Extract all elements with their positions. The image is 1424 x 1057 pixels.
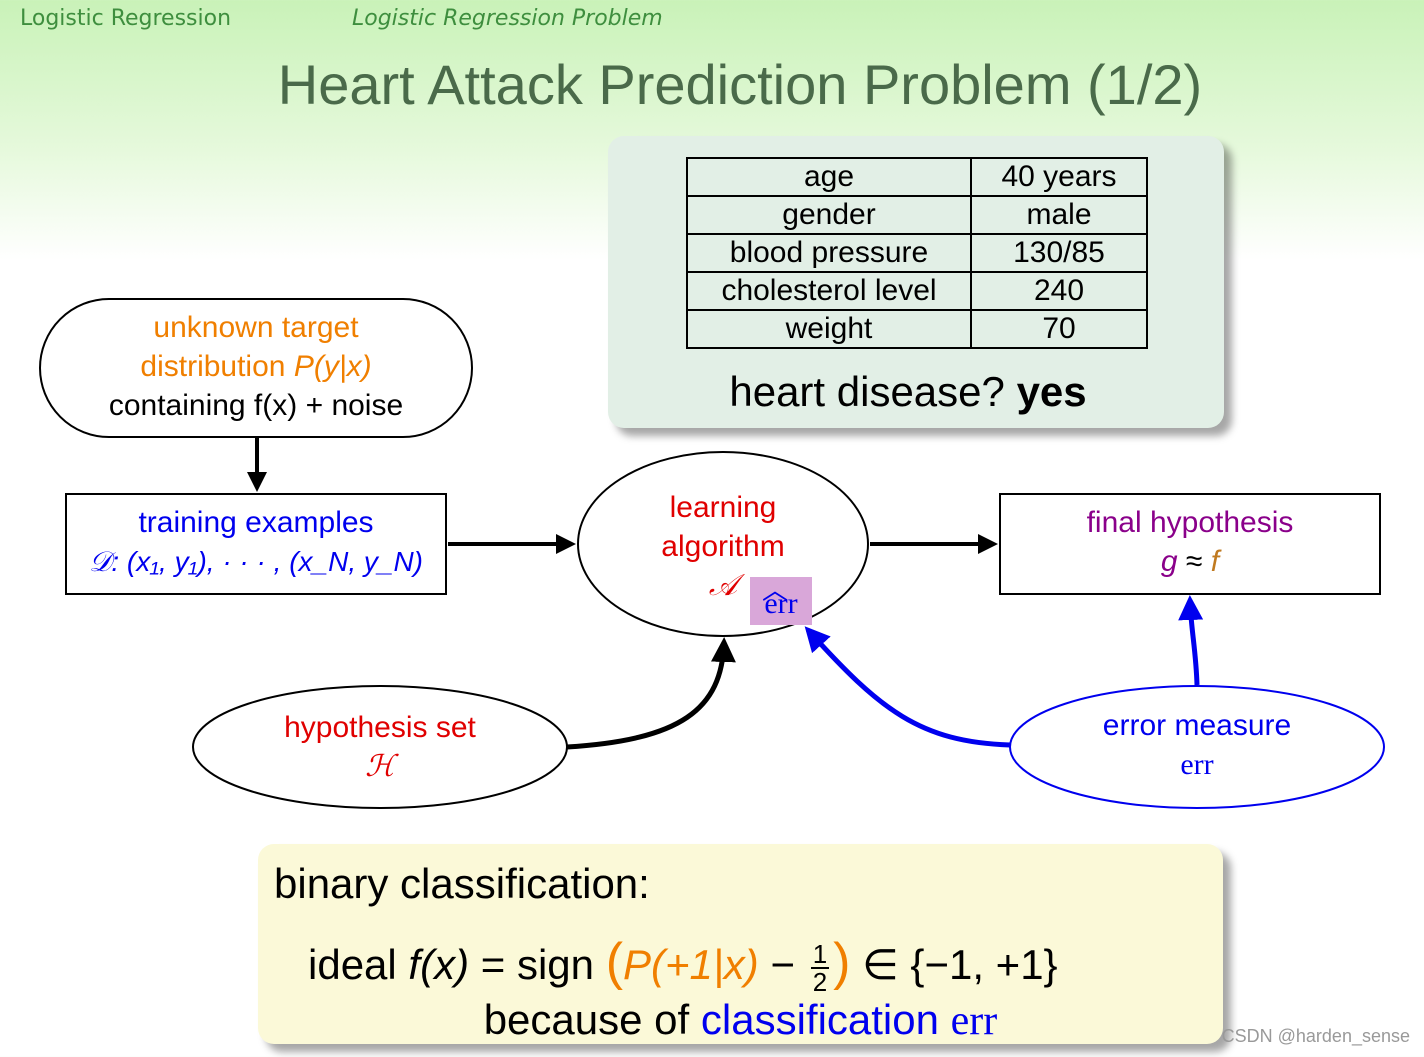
table-row: blood pressure 130/85 bbox=[686, 233, 1148, 273]
watermark: CSDN @harden_sense bbox=[1221, 1026, 1410, 1046]
target-distribution-node bbox=[39, 298, 473, 438]
target-distribution-text: unknown target distribution P(y|x) conta… bbox=[40, 308, 472, 425]
table-cell-key: cholesterol level bbox=[686, 271, 972, 311]
target-line3: containing f(x) + noise bbox=[108, 389, 404, 422]
training-examples-node bbox=[65, 493, 447, 595]
table-cell-value: 40 years bbox=[970, 157, 1148, 197]
learning-algorithm-text: learning algorithm 𝒜 bbox=[620, 488, 826, 605]
target-line1: unknown target bbox=[153, 311, 359, 344]
algorithm-symbol: 𝒜 bbox=[708, 568, 738, 603]
patient-record-box: age 40 years gender male blood pressure … bbox=[608, 136, 1224, 428]
target-line2-math: P(y|x) bbox=[293, 350, 372, 383]
arrow-error-to-final bbox=[1178, 595, 1204, 686]
hypothesis-line1: hypothesis set bbox=[284, 711, 476, 744]
algorithm-line2: algorithm bbox=[661, 530, 785, 563]
table-cell-value: 240 bbox=[970, 271, 1148, 311]
because-text: because of bbox=[483, 996, 690, 1043]
final-line1: final hypothesis bbox=[1086, 506, 1294, 539]
ideal-word: ideal bbox=[308, 941, 397, 988]
hypothesis-symbol: ℋ bbox=[365, 749, 395, 784]
sign-word: sign bbox=[516, 941, 595, 988]
table-cell-key: gender bbox=[686, 195, 972, 235]
err-hat-badge: ︿ err bbox=[750, 577, 812, 625]
slide-title: Heart Attack Prediction Problem (1/2) bbox=[277, 53, 1203, 116]
subsection-label: Logistic Regression Problem bbox=[352, 6, 663, 31]
final-g: g bbox=[1160, 545, 1178, 578]
prob-term: P(+1|x) bbox=[623, 941, 759, 988]
final-hypothesis-node bbox=[999, 493, 1381, 595]
right-paren: ) bbox=[833, 933, 851, 991]
target-line2: distribution P(y|x) bbox=[40, 347, 472, 386]
final-hypothesis-text: final hypothesis g ≈ f bbox=[1000, 503, 1380, 581]
algorithm-line1: learning bbox=[669, 491, 777, 524]
output-set: ∈ {−1, +1} bbox=[862, 941, 1058, 988]
table-row: age 40 years bbox=[686, 157, 1148, 197]
patient-table: age 40 years gender male blood pressure … bbox=[686, 157, 1148, 349]
because-line: because of classification err bbox=[258, 996, 1223, 1045]
table-row: weight 70 bbox=[686, 309, 1148, 349]
left-paren: ( bbox=[605, 933, 624, 991]
learning-algorithm-node bbox=[577, 451, 869, 637]
target-line2-prefix: distribution bbox=[140, 350, 294, 383]
binary-classification-box: binary classification: ideal f(x) = sign… bbox=[258, 844, 1223, 1044]
final-f: f bbox=[1210, 545, 1220, 578]
error-measure-text: error measure err bbox=[1010, 706, 1384, 784]
table-cell-key: age bbox=[686, 157, 972, 197]
frac-denominator: 2 bbox=[812, 966, 828, 997]
arrow-hypothesis-to-algorithm bbox=[566, 637, 736, 750]
answer-text: yes bbox=[1016, 368, 1087, 415]
table-cell-value: 130/85 bbox=[970, 233, 1148, 273]
training-line2: 𝒟: (x₁, y₁), · · · , (x_N, y_N) bbox=[89, 546, 423, 577]
minus-sign: − bbox=[770, 941, 796, 988]
final-line2: g ≈ f bbox=[1000, 542, 1380, 581]
diagnosis-question: heart disease? yes bbox=[608, 368, 1208, 416]
table-cell-value: male bbox=[970, 195, 1148, 235]
table-cell-key: blood pressure bbox=[686, 233, 972, 273]
binary-heading: binary classification: bbox=[274, 860, 650, 907]
table-row: cholesterol level 240 bbox=[686, 271, 1148, 311]
hypothesis-set-text: hypothesis set ℋ bbox=[193, 708, 567, 786]
err-word: err bbox=[950, 998, 998, 1044]
table-row: gender male bbox=[686, 195, 1148, 235]
section-label: Logistic Regression bbox=[20, 6, 232, 31]
table-cell-key: weight bbox=[686, 309, 972, 349]
equals-sign: = bbox=[480, 941, 506, 988]
err-hat-text: err bbox=[764, 587, 798, 620]
classification-word: classification bbox=[700, 996, 939, 1043]
training-line1: training examples bbox=[138, 506, 374, 539]
question-text: heart disease? bbox=[729, 368, 1005, 415]
error-line1: error measure bbox=[1102, 709, 1292, 742]
final-approx: ≈ bbox=[1185, 545, 1203, 578]
error-symbol: err bbox=[1180, 748, 1214, 781]
hat-accent: ︿ bbox=[762, 576, 789, 605]
arrow-error-to-algorithm bbox=[804, 626, 1011, 748]
training-examples-text: training examples 𝒟: (x₁, y₁), · · · , (… bbox=[66, 503, 446, 581]
ideal-fx: f(x) bbox=[408, 941, 470, 988]
error-measure-node bbox=[1009, 685, 1385, 809]
frac-numerator: 1 bbox=[810, 938, 830, 969]
table-cell-value: 70 bbox=[970, 309, 1148, 349]
